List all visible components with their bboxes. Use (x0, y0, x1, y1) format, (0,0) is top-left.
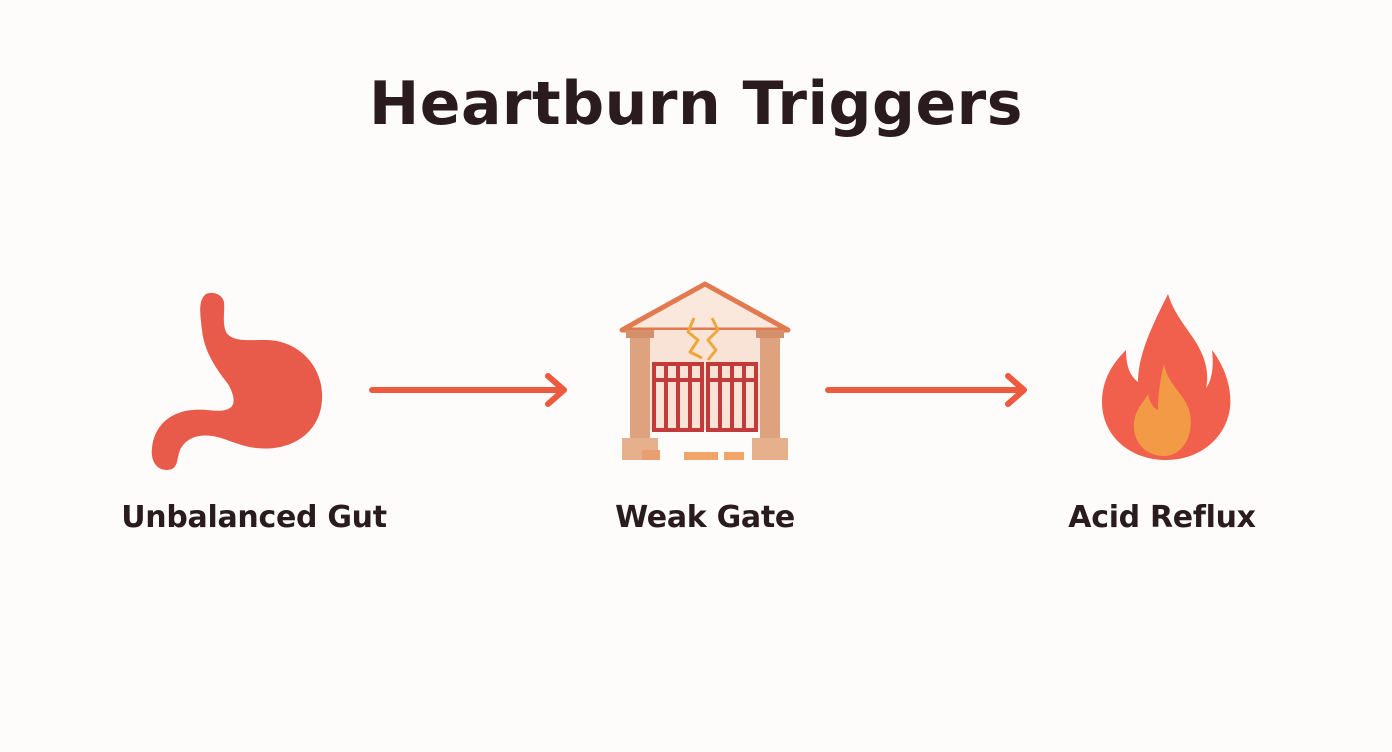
flow-arrow-1 (369, 373, 567, 407)
diagram-title: Heartburn Triggers (369, 69, 1023, 139)
stage-label-weak-gate: Weak Gate (615, 500, 795, 535)
broken-gate-icon (619, 281, 791, 460)
stomach-icon (151, 292, 323, 470)
stage-label-acid-reflux: Acid Reflux (1068, 500, 1256, 535)
flow-arrow-2 (825, 373, 1027, 407)
flame-icon (1102, 294, 1231, 460)
stage-label-unbalanced-gut: Unbalanced Gut (121, 500, 387, 535)
